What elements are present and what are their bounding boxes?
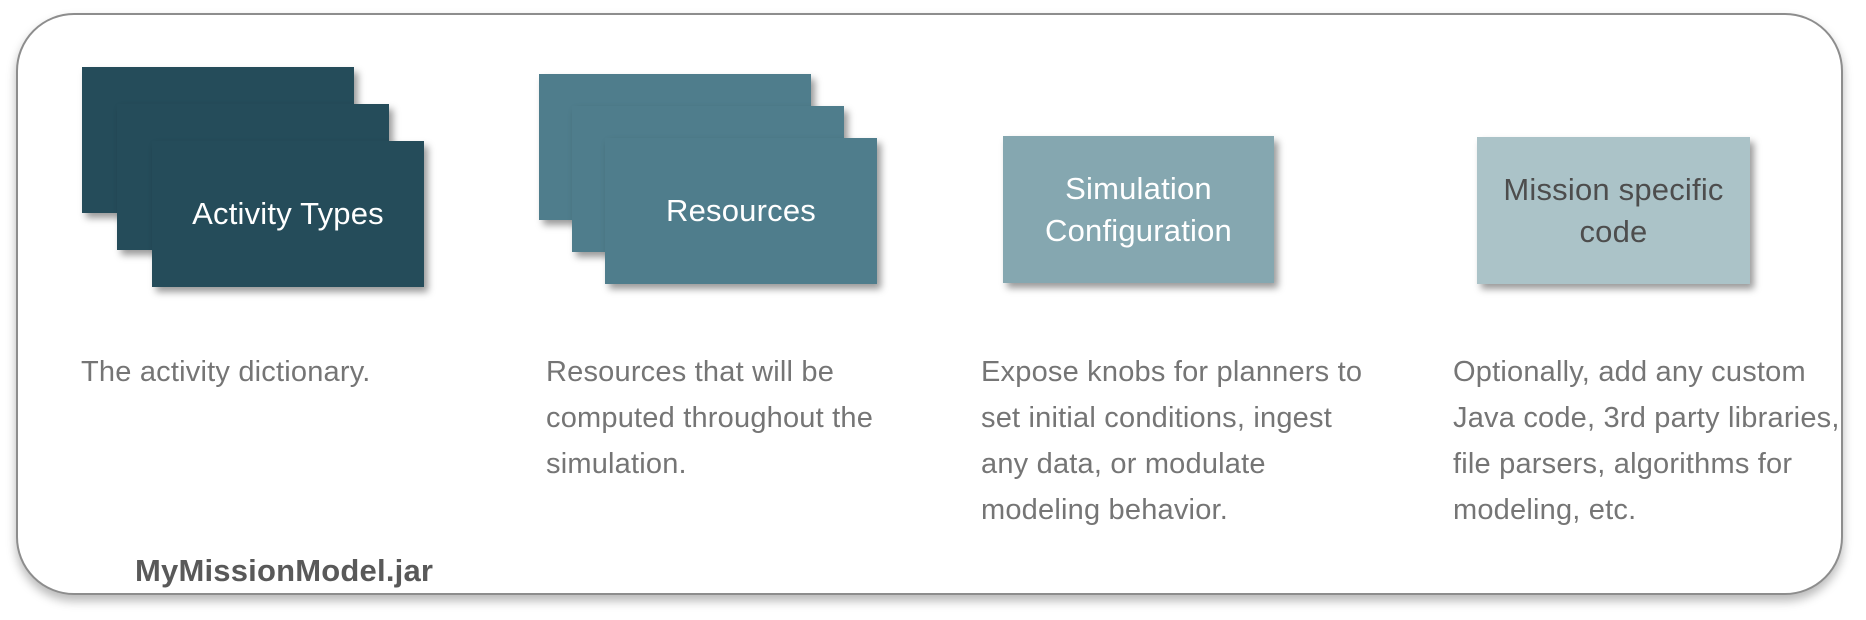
activity-types-card-front: Activity Types: [152, 141, 424, 287]
activity-types-label: Activity Types: [192, 196, 384, 231]
resources-description: Resources that will be computed througho…: [546, 356, 874, 480]
jar-filename-label: MyMissionModel.jar: [135, 553, 434, 588]
simulation-configuration-label: Simulation Configuration: [1045, 170, 1232, 248]
mission-specific-code-label: Mission specific code: [1503, 171, 1724, 249]
simulation-configuration-description: Expose knobs for planners to set initial…: [981, 356, 1363, 526]
resources-label: Resources: [666, 193, 816, 228]
activity-types-description: The activity dictionary.: [81, 356, 371, 388]
mission-specific-code-description: Optionally, add any custom Java code, 3r…: [1453, 356, 1840, 526]
mission-specific-code-card: Mission specific code: [1477, 137, 1750, 284]
simulation-configuration-card: Simulation Configuration: [1003, 136, 1274, 283]
mission-model-jar-container: Activity Types Resources Simulation Conf…: [16, 13, 1843, 595]
resources-card-front: Resources: [605, 138, 877, 284]
